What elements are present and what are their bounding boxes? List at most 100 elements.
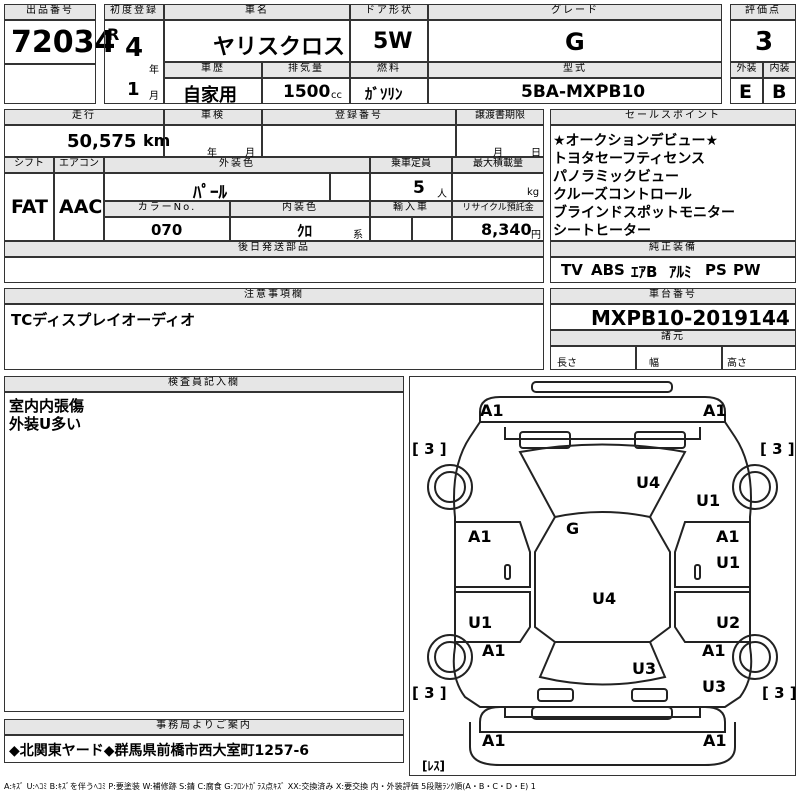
sales-point-item: クルーズコントロール — [553, 187, 692, 203]
equipment-item: ｱﾙﾐ — [669, 263, 692, 281]
car-outline-icon — [427, 381, 778, 766]
equipment-item: PW — [733, 261, 761, 279]
recycle-cell: 8,340 円 — [452, 217, 544, 241]
legend: A:ｷｽﾞ U:ﾍｺﾐ B:ｷｽﾞを伴うﾍｺﾐ P:要塗装 W:補修跡 S:錆 … — [4, 782, 536, 791]
exterior-grade: E — [739, 81, 752, 103]
grade: G — [565, 28, 585, 56]
month-unit: 月 — [149, 91, 159, 102]
length-label: 長さ — [557, 358, 577, 369]
notes-text: TCディスプレイオーディオ — [11, 311, 196, 329]
damage-mark: U3 — [632, 659, 657, 678]
damage-mark: U1 — [696, 491, 721, 510]
displacement: 1500 — [283, 82, 331, 102]
damage-mark: U2 — [716, 613, 741, 632]
ext-color-sub-cell — [330, 173, 370, 201]
int-color-unit: 系 — [353, 230, 363, 241]
ext-color-cell: ﾊﾟｰﾙ — [104, 173, 330, 203]
model-label: 型式 — [428, 62, 722, 78]
reg-year: 4 — [125, 33, 144, 63]
displacement-cell: 1500 cc — [262, 78, 350, 104]
score: 3 — [755, 27, 774, 57]
damage-mark: A1 — [468, 527, 492, 546]
color-no: 070 — [151, 221, 183, 239]
diagram-bracket: [ 3 ] — [762, 684, 797, 702]
later-parts-cell — [4, 257, 544, 283]
grade-cell: G — [428, 20, 722, 62]
length-cell: 長さ — [550, 346, 636, 370]
sales-points-label: セールスポイント — [550, 109, 796, 125]
height-cell: 高さ — [722, 346, 796, 370]
car-name-label: 車名 — [164, 4, 350, 20]
color-no-cell: 070 — [104, 217, 230, 241]
lot-label: 出品番号 — [4, 4, 96, 20]
year-unit: 年 — [149, 65, 159, 76]
shift-cell: FAT — [4, 173, 54, 241]
chassis-number: MXPB10-2019144 — [591, 306, 790, 330]
office-cell: ◆北関東ヤード◆群馬県前橋市西大室町1257-6 — [4, 735, 404, 763]
reg-month: 1 — [127, 79, 140, 100]
import-cell-a — [370, 217, 412, 241]
later-parts-label: 後日発送部品 — [4, 241, 544, 257]
capacity-cell: 5 人 — [370, 173, 452, 201]
displacement-label: 排気量 — [262, 62, 350, 78]
capacity: 5 — [413, 178, 425, 198]
diagram-bracket: [ 3 ] — [412, 440, 447, 458]
fuel-cell: ｶﾞｿﾘﾝ — [350, 78, 428, 104]
equipment-item: ABS — [591, 261, 625, 279]
recycle-label: リサイクル預託金 — [452, 201, 544, 217]
damage-mark: U4 — [636, 473, 661, 492]
model-cell: 5BA-MXPB10 — [428, 78, 722, 104]
registration-cell — [262, 125, 456, 157]
history-label: 車歴 — [164, 62, 262, 78]
color-no-label: カラーNo. — [104, 201, 230, 217]
diagram-bracket: [ 3 ] — [760, 440, 795, 458]
inspection-year-unit: 年 — [207, 148, 217, 159]
damage-mark: U3 — [702, 677, 727, 696]
ext-color-label: 外装色 — [104, 157, 370, 173]
recycle-amount: 8,340 — [481, 220, 532, 239]
mileage: 50,575 — [67, 131, 137, 152]
grade-label: グレード — [428, 4, 722, 20]
transfer-cell: 月 日 — [456, 125, 544, 159]
damage-mark: A1 — [480, 401, 504, 420]
int-color-label: 内装色 — [230, 201, 370, 217]
damage-mark: A1 — [482, 641, 506, 660]
sales-point-item: パノラミックビュー — [553, 169, 679, 185]
car-name: ヤリスクロス — [213, 35, 346, 60]
inspection-month-unit: 月 — [245, 148, 255, 159]
inspector-label: 検査員記入欄 — [4, 376, 404, 392]
first-reg-cell: R 4 年 1 月 — [104, 20, 164, 104]
model: 5BA-MXPB10 — [521, 82, 646, 102]
lot-empty-cell — [4, 64, 96, 104]
history-cell: 自家用 — [164, 78, 262, 106]
interior-label: 内装 — [763, 62, 796, 78]
transfer-label: 譲渡書期限 — [456, 109, 544, 125]
score-label: 評価点 — [730, 4, 796, 20]
lot-number: 72034 — [11, 25, 116, 60]
diagram-bracket: [ﾚｽ] — [422, 759, 445, 773]
fuel-label: 燃料 — [350, 62, 428, 78]
inspector-cell: 室内内張傷 外装U多い — [4, 392, 404, 712]
equipment-item: PS — [705, 261, 727, 279]
interior-cell: B — [763, 78, 796, 104]
import-cell-b — [412, 217, 452, 241]
width-cell: 幅 — [636, 346, 722, 370]
era: R — [107, 25, 120, 44]
mileage-label: 走行 — [4, 109, 164, 125]
transfer-day-unit: 日 — [531, 148, 541, 159]
damage-mark: U4 — [592, 589, 617, 608]
equipment-item: ｴｱB — [631, 263, 658, 281]
car-name-cell: ヤリスクロス — [164, 20, 350, 62]
aircon-cell: AAC — [54, 173, 104, 241]
sales-point-item: ★オークションデビュー★ — [553, 133, 719, 149]
inspector-line: 外装U多い — [9, 415, 82, 433]
lot-cell: 72034 — [4, 20, 115, 64]
cc-unit: cc — [331, 90, 342, 101]
door-cell: 5W — [350, 20, 428, 62]
sales-points-cell: ★オークションデビュー★ トヨタセーフティセンス パノラミックビュー クルーズコ… — [550, 125, 796, 241]
max-load-unit: kg — [527, 187, 540, 198]
damage-mark: U1 — [468, 613, 493, 632]
sales-point-item: ブラインドスポットモニター — [553, 205, 735, 221]
height-label: 高さ — [727, 358, 747, 369]
aircon: AAC — [59, 196, 103, 218]
